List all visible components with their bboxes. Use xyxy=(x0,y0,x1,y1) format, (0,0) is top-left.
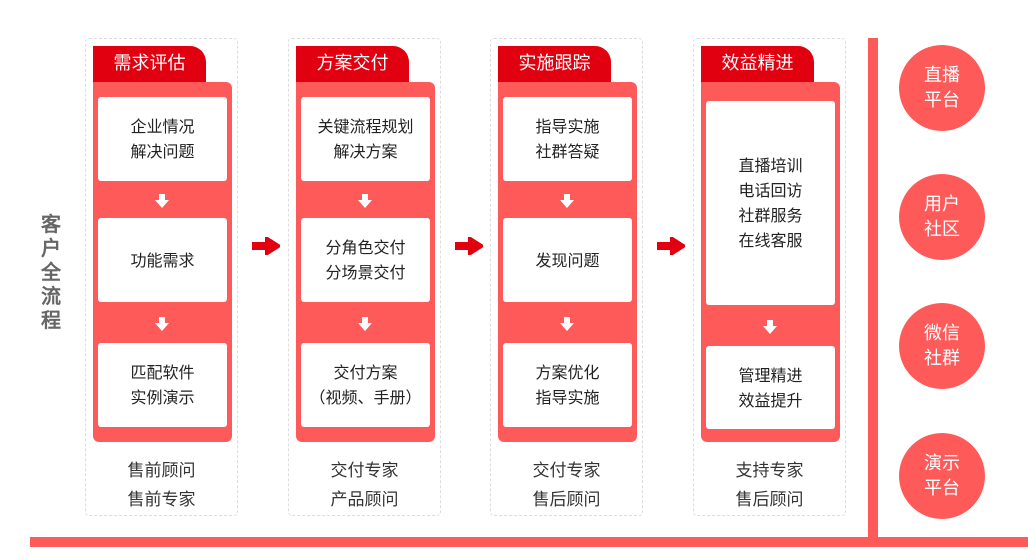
step-box: 功能需求 xyxy=(98,218,227,302)
stage-panel: 关键流程规划解决方案分角色交付分场景交付交付方案 （视频、手册） xyxy=(296,82,435,442)
stage-roles: 交付专家产品顾问 xyxy=(289,457,440,515)
step-line: 解决问题 xyxy=(130,142,195,161)
step-line: （视频、手册） xyxy=(309,388,422,407)
role-label: 交付专家 xyxy=(330,461,399,481)
step-box: 发现问题 xyxy=(503,218,632,302)
channel-label: 微信 xyxy=(924,323,960,344)
down-arrow-icon xyxy=(155,193,169,208)
step-line: 匹配软件 xyxy=(130,363,195,382)
step-box: 方案优化指导实施 xyxy=(503,343,632,427)
role-label: 售前专家 xyxy=(127,490,196,510)
step-line: 分角色交付 xyxy=(325,238,406,257)
step-line: 发现问题 xyxy=(535,250,600,270)
channel-circle: 用户社区 xyxy=(899,174,985,260)
right-arrow-icon xyxy=(251,236,281,256)
step-line: 分场景交付 xyxy=(325,263,406,282)
right-arrow-icon xyxy=(656,236,686,256)
step-line: 社群答疑 xyxy=(535,142,600,161)
right-arrow-icon xyxy=(454,236,484,256)
step-line: 在线客服 xyxy=(738,231,803,250)
stage-panel: 企业情况解决问题功能需求匹配软件实例演示 xyxy=(93,82,232,442)
channel-label: 社区 xyxy=(924,219,960,240)
role-label: 售后顾问 xyxy=(735,490,804,510)
vertical-divider xyxy=(868,38,878,547)
step-box: 关键流程规划解决方案 xyxy=(301,97,430,181)
stage-column: 效益精进直播培训电话回访社群服务在线客服管理精进效益提升支持专家售后顾问 xyxy=(693,38,846,516)
step-line: 实例演示 xyxy=(130,388,195,407)
role-label: 售前顾问 xyxy=(127,461,196,481)
stage-roles: 交付专家售后顾问 xyxy=(491,457,642,515)
channel-label: 直播 xyxy=(924,65,960,86)
step-box: 分角色交付分场景交付 xyxy=(301,218,430,302)
step-line: 交付方案 xyxy=(333,363,398,382)
step-line: 效益提升 xyxy=(738,390,803,410)
step-box: 匹配软件实例演示 xyxy=(98,343,227,427)
stage-title: 方案交付 xyxy=(296,46,409,82)
step-line: 直播培训 xyxy=(738,156,803,175)
channel-label: 演示 xyxy=(924,453,960,474)
stage-roles: 售前顾问售前专家 xyxy=(86,457,237,515)
step-line: 功能需求 xyxy=(130,250,195,270)
channel-label: 平台 xyxy=(924,478,960,499)
side-label: 客户全流程 xyxy=(41,212,61,332)
step-box: 指导实施社群答疑 xyxy=(503,97,632,181)
step-line: 企业情况 xyxy=(130,117,195,136)
down-arrow-icon xyxy=(155,316,169,331)
down-arrow-icon xyxy=(358,193,372,208)
step-line: 方案优化 xyxy=(535,363,600,382)
stage-column: 实施跟踪指导实施社群答疑发现问题方案优化指导实施交付专家售后顾问 xyxy=(490,38,643,516)
stage-column: 需求评估企业情况解决问题功能需求匹配软件实例演示售前顾问售前专家 xyxy=(85,38,238,516)
step-box: 管理精进效益提升 xyxy=(706,346,835,429)
stage-title: 实施跟踪 xyxy=(498,46,611,82)
channel-circle: 微信社群 xyxy=(899,303,985,389)
down-arrow-icon xyxy=(560,316,574,331)
step-line: 指导实施 xyxy=(535,388,600,407)
stage-column: 方案交付关键流程规划解决方案分角色交付分场景交付交付方案 （视频、手册） 交付专家产… xyxy=(288,38,441,516)
role-label: 产品顾问 xyxy=(330,490,399,510)
step-line: 管理精进 xyxy=(738,365,803,385)
stage-title: 需求评估 xyxy=(93,46,206,82)
role-label: 交付专家 xyxy=(532,461,601,481)
step-line: 社群服务 xyxy=(738,206,803,225)
step-line: 指导实施 xyxy=(535,117,600,136)
down-arrow-icon xyxy=(763,319,777,334)
step-box: 直播培训电话回访社群服务在线客服 xyxy=(706,101,835,305)
stage-panel: 指导实施社群答疑发现问题方案优化指导实施 xyxy=(498,82,637,442)
down-arrow-icon xyxy=(560,193,574,208)
role-label: 售后顾问 xyxy=(532,490,601,510)
stage-roles: 支持专家售后顾问 xyxy=(694,457,845,515)
channel-label: 平台 xyxy=(924,90,960,111)
step-line: 解决方案 xyxy=(333,142,398,161)
step-box: 交付方案 （视频、手册） xyxy=(301,343,430,427)
stage-panel: 直播培训电话回访社群服务在线客服管理精进效益提升 xyxy=(701,82,840,442)
stage-title: 效益精进 xyxy=(701,46,814,82)
step-line: 关键流程规划 xyxy=(317,117,414,136)
step-box: 企业情况解决问题 xyxy=(98,97,227,181)
down-arrow-icon xyxy=(358,316,372,331)
role-label: 支持专家 xyxy=(735,461,804,481)
channel-circle: 直播平台 xyxy=(899,45,985,131)
step-line: 电话回访 xyxy=(738,181,803,200)
channel-label: 社群 xyxy=(924,348,960,369)
bottom-bar xyxy=(30,537,1028,547)
channel-circle: 演示平台 xyxy=(899,433,985,519)
channel-label: 用户 xyxy=(924,194,960,215)
